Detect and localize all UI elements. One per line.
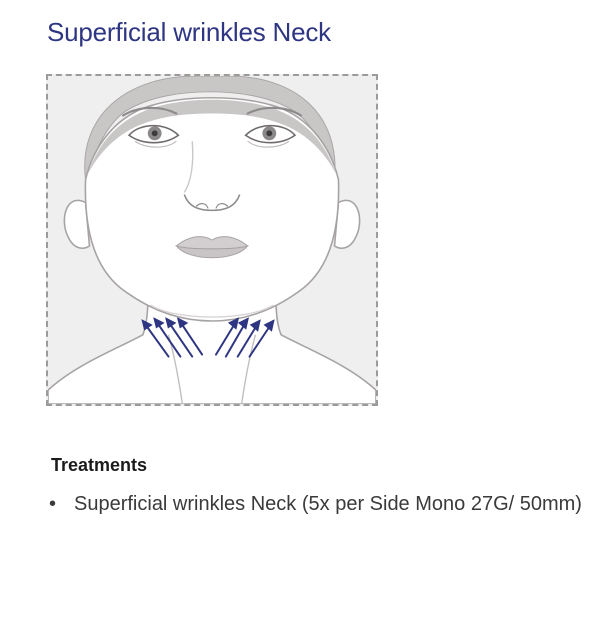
hairline [87,99,337,175]
list-item: • Superficial wrinkles Neck (5x per Side… [49,488,589,521]
chin-line [150,304,274,318]
face-outline [84,96,340,322]
nose-bridge [183,141,194,193]
bullet-icon: • [49,493,57,515]
face-neck-illustration [48,76,376,404]
nose [183,194,241,212]
right-eyebrow [246,106,303,117]
right-arrow-group [214,317,275,358]
right-lower-lid [247,140,290,148]
left-arrow-group [141,317,204,358]
page-title: Superficial wrinkles Neck [47,17,331,47]
lower-lip [175,244,249,259]
left-ear [63,199,91,249]
right-nostril [215,203,229,209]
left-eyebrow [121,106,178,117]
right-neck-line [240,334,257,404]
left-lower-lid [134,140,177,148]
left-nostril [195,203,209,209]
treatments-heading: Treatments [51,455,148,475]
treatments-list: • Superficial wrinkles Neck (5x per Side… [49,488,589,521]
treatment-text: Superficial wrinkles Neck (5x per Side M… [74,493,582,515]
right-pupil [266,130,273,137]
right-ear [333,199,361,249]
left-pupil [151,130,158,137]
face-illustration-frame [46,74,378,406]
